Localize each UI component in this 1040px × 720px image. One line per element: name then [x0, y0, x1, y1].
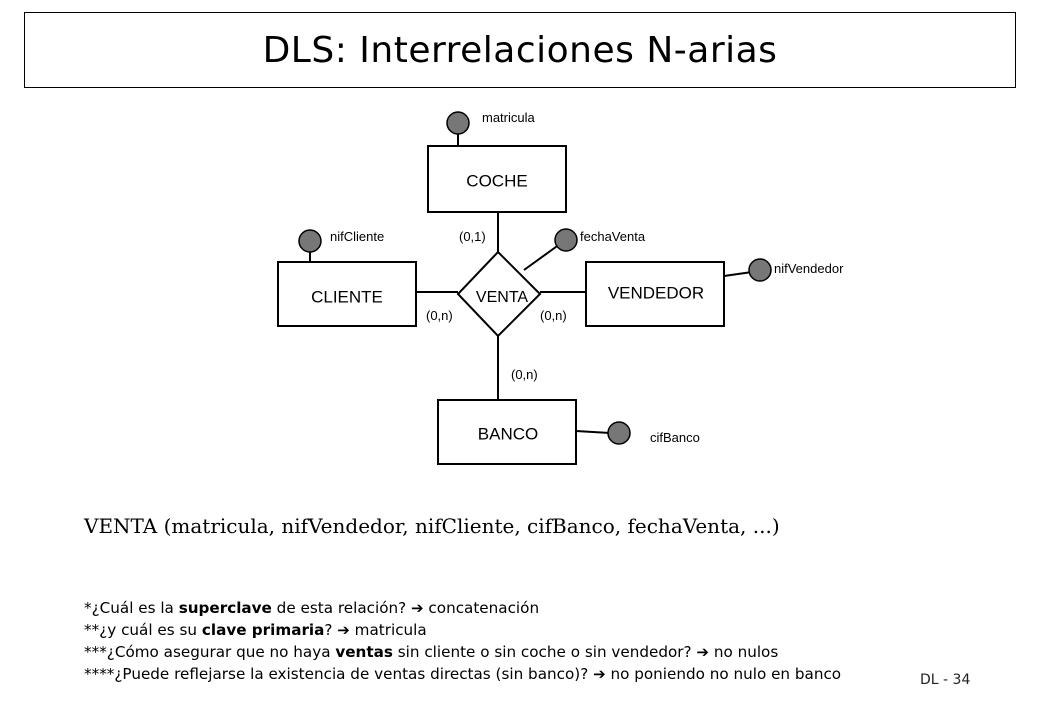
arrow-right-icon: ➔	[593, 665, 606, 683]
question-3-text-end: sin cliente o sin coche o sin vendedor?	[392, 643, 697, 661]
stem-nifvendedor	[723, 271, 753, 277]
question-4-answer: no poniendo no nulo en banco	[605, 665, 842, 683]
question-1-text-end: de esta relación?	[271, 599, 412, 617]
cardinality-vendedor: (0,n)	[540, 308, 567, 323]
connector-lines	[309, 134, 753, 434]
entity-vendedor	[585, 261, 725, 327]
title-box: DLS: Interrelaciones N-arias	[24, 12, 1016, 88]
entity-banco	[437, 399, 577, 465]
questions-list: *¿Cuál es la superclave de esta relación…	[84, 597, 841, 685]
question-2-text: **¿y cuál es su	[84, 621, 202, 639]
question-2-answer: matricula	[349, 621, 427, 639]
arrow-right-icon: ➔	[337, 621, 350, 639]
cardinality-banco: (0,n)	[511, 367, 538, 382]
question-3-keyword: ventas	[335, 643, 393, 661]
page-title: DLS: Interrelaciones N-arias	[262, 29, 778, 71]
attribute-cifbanco-label: cifBanco	[650, 430, 700, 445]
question-3-text: ***¿Cómo asegurar que no haya	[84, 643, 336, 661]
attribute-matricula-label: matricula	[482, 110, 536, 125]
attribute-nifcliente-circle	[298, 229, 322, 253]
attribute-cifbanco-circle	[607, 421, 631, 445]
entity-coche-label: COCHE	[466, 171, 527, 190]
stem-cifbanco	[575, 430, 611, 434]
question-1-text: *¿Cuál es la	[84, 599, 179, 617]
stem-fechaventa	[523, 243, 561, 271]
arrow-right-icon: ➔	[696, 643, 709, 661]
entity-cliente	[277, 261, 417, 327]
entity-vendedor-label: VENDEDOR	[608, 283, 704, 302]
attribute-fechaventa-label: fechaVenta	[580, 229, 646, 244]
arrow-right-icon: ➔	[411, 599, 424, 617]
question-3-answer: no nulos	[709, 643, 779, 661]
question-4: ****¿Puede reflejarse la existencia de v…	[84, 663, 841, 685]
entity-coche	[427, 145, 567, 213]
question-1: *¿Cuál es la superclave de esta relación…	[84, 597, 841, 619]
question-1-keyword: superclave	[178, 599, 272, 617]
question-4-text: ****¿Puede reflejarse la existencia de v…	[84, 665, 594, 683]
entity-banco-label: BANCO	[478, 424, 538, 443]
question-2-text-end: ?	[324, 621, 338, 639]
relation-schema: VENTA (matricula, nifVendedor, nifClient…	[84, 514, 780, 538]
cardinality-cliente: (0,n)	[426, 308, 453, 323]
slide-number: DL - 34	[920, 672, 971, 688]
entity-cliente-label: CLIENTE	[311, 287, 383, 306]
relationship-venta-label: VENTA	[476, 289, 528, 306]
attribute-nifvendedor-label: nifVendedor	[774, 261, 844, 276]
attribute-matricula-circle	[446, 111, 470, 135]
attribute-fechaventa-circle	[554, 228, 578, 252]
attribute-nifvendedor-circle	[748, 258, 772, 282]
question-2-keyword: clave primaria	[201, 621, 325, 639]
er-diagram: COCHE CLIENTE VENDEDOR BANCO VENTA matri…	[277, 110, 844, 465]
relationship-venta	[456, 250, 542, 338]
question-1-answer: concatenación	[423, 599, 540, 617]
cardinality-coche: (0,1)	[459, 229, 486, 244]
attribute-nifcliente-label: nifCliente	[330, 229, 384, 244]
question-3: ***¿Cómo asegurar que no haya ventas sin…	[84, 641, 841, 663]
question-2: **¿y cuál es su clave primaria? ➔ matric…	[84, 619, 841, 641]
